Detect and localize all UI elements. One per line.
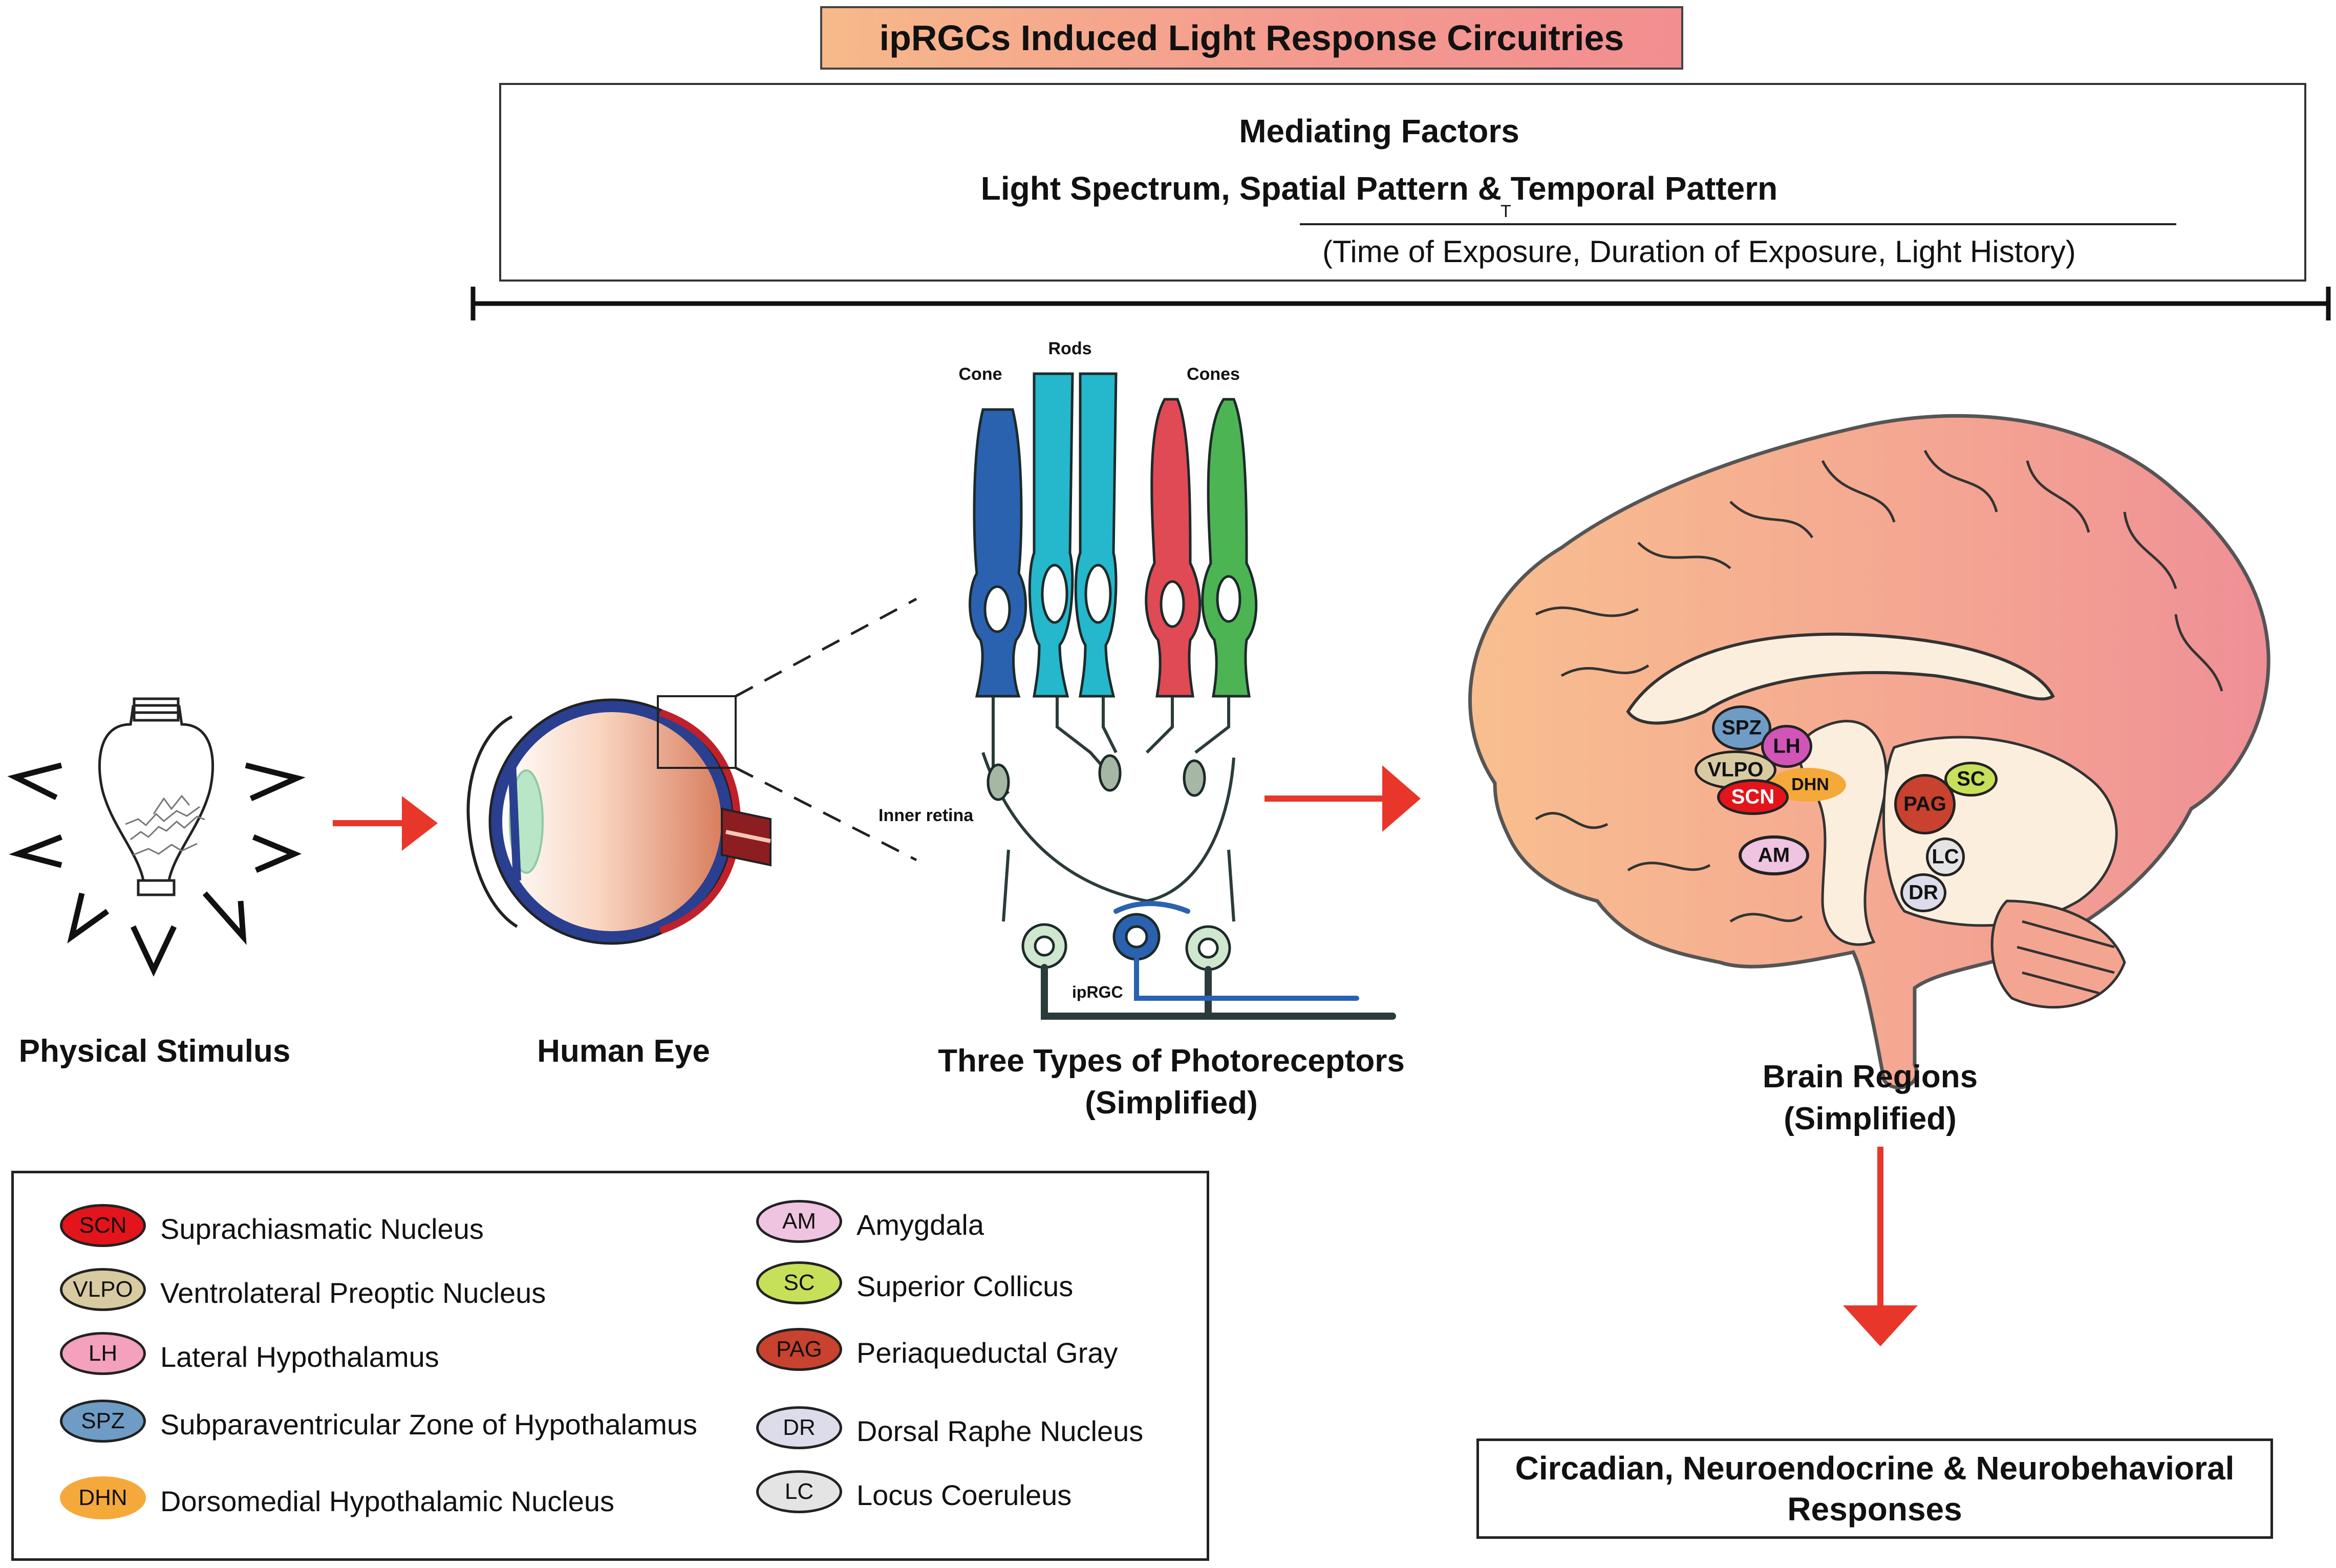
responses-box: Circadian, Neuroendocrine & Neurobehavio… (1476, 1438, 2273, 1539)
dr-nucleus (1900, 873, 1946, 912)
legend-badge: DR (756, 1406, 842, 1449)
legend-label: Lateral Hypothalamus (160, 1341, 439, 1373)
am-nucleus (1739, 835, 1809, 875)
temporal-details: (Time of Exposure, Duration of Exposure,… (1322, 234, 2076, 269)
legend-badge: LH (60, 1332, 146, 1375)
vlpo-nucleus-label: VLPO (1707, 758, 1764, 781)
legend-badge: SPZ (60, 1400, 146, 1443)
legend-badge: DHN (60, 1476, 146, 1519)
lh-nucleus (1761, 725, 1812, 768)
spz-nucleus-label: SPZ (1722, 716, 1762, 739)
mediating-factors-list: Light Spectrum, Spatial Pattern & Tempor… (980, 170, 1778, 207)
temporal-marker: T (1501, 202, 1511, 221)
physical-stimulus-caption: Physical Stimulus (18, 1034, 291, 1069)
timeline-bar (470, 287, 2331, 320)
legend-label: Amygdala (856, 1209, 984, 1241)
pag-nucleus-label: PAG (1903, 792, 1946, 815)
temporal-underline (1300, 223, 2176, 225)
arrow-retina-to-brain (1265, 765, 1421, 832)
legend-label: Dorsomedial Hypothalamic Nucleus (160, 1485, 615, 1517)
brain-regions-caption-line1: Brain Regions (1762, 1059, 1978, 1094)
human-eye-illustration (466, 695, 771, 945)
legend-label: Superior Collicus (856, 1270, 1074, 1302)
legend-badge: LC (756, 1470, 842, 1513)
am-nucleus-label: AM (1758, 844, 1790, 867)
zoom-dashed-lines (735, 597, 917, 862)
mediating-factors-box: Mediating Factors Light Spectrum, Spatia… (499, 83, 2306, 282)
brain-illustration (1468, 414, 2270, 1089)
sc-nucleus (1944, 762, 1998, 797)
cones-label: Cones (1187, 364, 1240, 384)
responses-line1: Circadian, Neuroendocrine & Neurobehavio… (1515, 1450, 2235, 1487)
light-bulb-icon (98, 697, 214, 896)
photoreceptors-caption-line2: (Simplified) (1085, 1085, 1258, 1121)
retina-photoreceptor-illustration (969, 372, 1396, 1020)
dr-nucleus-label: DR (1909, 881, 1938, 904)
brain-regions-caption-line2: (Simplified) (1784, 1101, 1957, 1136)
photoreceptors-caption-line1: Three Types of Photoreceptors (938, 1043, 1405, 1079)
iprgc-label: ipRGC (1072, 983, 1123, 1001)
legend-badge: SCN (60, 1204, 146, 1247)
legend-label: Suprachiasmatic Nucleus (160, 1213, 484, 1245)
legend-label: Subparaventricular Zone of Hypothalamus (160, 1408, 698, 1441)
lh-nucleus-label: LH (1773, 735, 1801, 758)
light-ray-arrows (7, 762, 306, 977)
diagram-title: ipRGCs Induced Light Response Circuitrie… (820, 6, 1683, 70)
rods-label: Rods (1048, 339, 1092, 358)
inner-retina-label: Inner retina (878, 806, 974, 825)
dhn-nucleus-label: DHN (1791, 775, 1829, 794)
cone-label: Cone (958, 364, 1002, 384)
legend-label: Periaqueductal Gray (856, 1337, 1118, 1369)
abbreviation-legend: SCN Suprachiasmatic Nucleus VLPO Ventrol… (11, 1171, 1209, 1561)
legend-label: Dorsal Raphe Nucleus (856, 1415, 1144, 1447)
mediating-factors-heading: Mediating Factors (1239, 113, 1519, 149)
legend-badge: SC (756, 1261, 842, 1304)
legend-badge: PAG (756, 1328, 842, 1371)
legend-label: Locus Coeruleus (856, 1479, 1072, 1511)
lc-nucleus (1926, 837, 1965, 876)
lc-nucleus-label: LC (1932, 845, 1959, 868)
arrow-brain-to-responses (1843, 1147, 1918, 1346)
legend-badge: VLPO (60, 1268, 146, 1311)
human-eye-caption: Human Eye (537, 1034, 710, 1069)
pag-nucleus (1894, 774, 1956, 834)
arrow-stimulus-to-eye (333, 796, 438, 851)
legend-badge: AM (756, 1200, 842, 1243)
legend-label: Ventrolateral Preoptic Nucleus (160, 1277, 546, 1309)
sc-nucleus-label: SC (1957, 767, 1985, 790)
scn-nucleus-label: SCN (1731, 785, 1775, 808)
responses-line2: Responses (1787, 1491, 1962, 1528)
scn-nucleus (1717, 779, 1789, 815)
